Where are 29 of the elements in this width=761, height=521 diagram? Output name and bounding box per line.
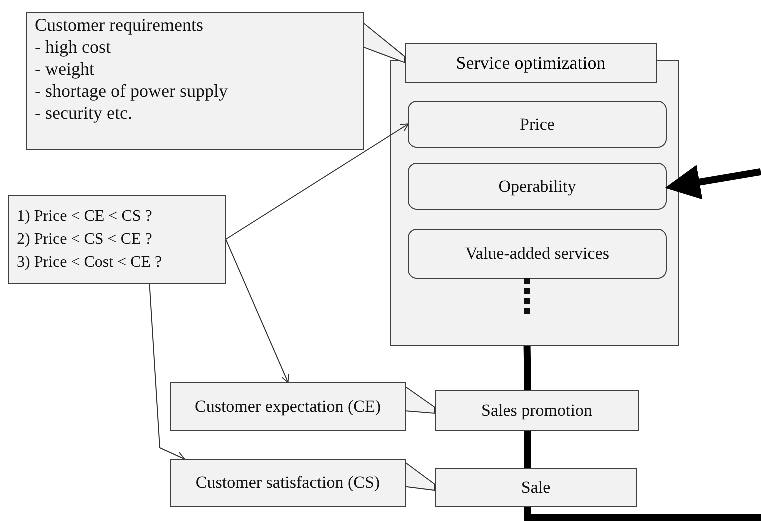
box-label: Value-added services xyxy=(466,243,610,265)
callout-heading: Customer requirements xyxy=(35,15,204,37)
arrow xyxy=(226,239,290,384)
list-item: - shortage of power supply xyxy=(35,80,228,103)
thick-connector xyxy=(665,165,761,200)
callout-box xyxy=(26,12,364,150)
list-item: - high cost xyxy=(35,36,111,59)
box-label: Sale xyxy=(521,476,551,498)
list-item: - weight xyxy=(35,58,94,81)
box-label: Operability xyxy=(498,176,576,198)
rounded-box xyxy=(408,163,667,210)
question-text: 2) Price < CS < CE ? xyxy=(17,230,152,250)
box-label: Sales promotion xyxy=(482,400,592,422)
question-text: 1) Price < CE < CS ? xyxy=(17,206,152,227)
thick-connector xyxy=(524,346,532,390)
callout-pointer xyxy=(364,22,406,64)
list-item: - security etc. xyxy=(35,102,132,125)
question-text: 3) Price < Cost < CE ? xyxy=(17,253,162,274)
arrow xyxy=(149,284,186,460)
heading-label: Service optimization xyxy=(456,52,606,74)
thick-connector xyxy=(524,430,532,468)
box-label: Price xyxy=(520,114,555,136)
rounded-box xyxy=(408,229,667,279)
question-box xyxy=(8,195,226,284)
box-label: Customer satisfaction (CS) xyxy=(196,473,380,493)
arrow xyxy=(226,124,410,240)
rounded-box xyxy=(408,101,667,148)
box-label: Customer expectation (CE) xyxy=(194,396,381,416)
thick-connector xyxy=(524,506,761,521)
